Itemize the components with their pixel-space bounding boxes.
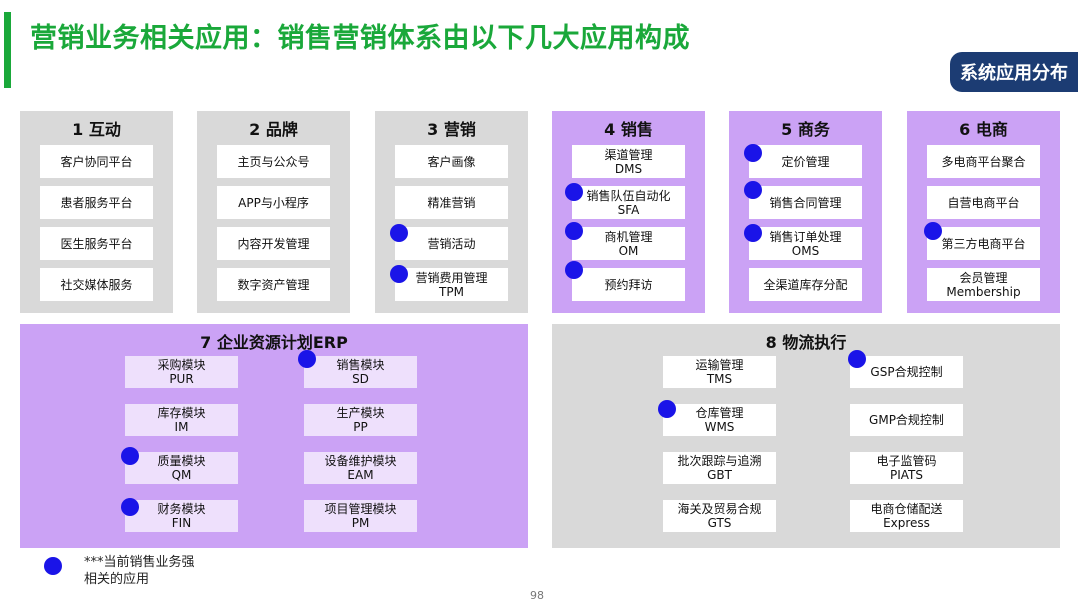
app-item: 多电商平台聚合 [927, 145, 1040, 178]
app-item: GMP合规控制 [850, 404, 963, 436]
key-app-marker [565, 261, 583, 279]
key-app-marker [390, 224, 408, 242]
app-item: 定价管理 [749, 145, 862, 178]
title-accent-bar [4, 12, 11, 88]
section-badge: 系统应用分布 [950, 52, 1078, 92]
page-number: 98 [530, 589, 544, 602]
app-item: 第三方电商平台 [927, 227, 1040, 260]
app-item: 内容开发管理 [217, 227, 330, 260]
app-item: 数字资产管理 [217, 268, 330, 301]
app-item: 医生服务平台 [40, 227, 153, 260]
key-app-marker [744, 224, 762, 242]
app-item: 全渠道库存分配 [749, 268, 862, 301]
key-app-marker [744, 181, 762, 199]
panel-title: 1 互动 [72, 120, 121, 139]
panel-title: 5 商务 [781, 120, 830, 139]
app-item: 销售合同管理 [749, 186, 862, 219]
app-item: 预约拜访 [572, 268, 685, 301]
panel-title: 2 品牌 [249, 120, 298, 139]
key-app-marker [924, 222, 942, 240]
key-app-marker [565, 183, 583, 201]
panel-brand: 2 品牌 主页与公众号 APP与小程序 内容开发管理 数字资产管理 [197, 111, 350, 313]
panel-title: 7 企业资源计划ERP [200, 333, 348, 352]
app-item: 客户画像 [395, 145, 508, 178]
panel-title: 8 物流执行 [765, 333, 847, 352]
panel-interaction: 1 互动 客户协同平台 患者服务平台 医生服务平台 社交媒体服务 [20, 111, 173, 313]
legend-marker [44, 557, 62, 575]
legend-text: ***当前销售业务强 [84, 555, 195, 570]
app-item: APP与小程序 [217, 186, 330, 219]
app-item: 社交媒体服务 [40, 268, 153, 301]
key-app-marker [848, 350, 866, 368]
key-app-marker [744, 144, 762, 162]
app-item: 客户协同平台 [40, 145, 153, 178]
app-item: 患者服务平台 [40, 186, 153, 219]
key-app-marker [298, 350, 316, 368]
key-app-marker [390, 265, 408, 283]
panel-title: 6 电商 [959, 120, 1008, 139]
app-item: GSP合规控制 [850, 356, 963, 388]
app-item: 精准营销 [395, 186, 508, 219]
app-item: 自营电商平台 [927, 186, 1040, 219]
key-app-marker [121, 447, 139, 465]
app-item: 主页与公众号 [217, 145, 330, 178]
key-app-marker [658, 400, 676, 418]
key-app-marker [565, 222, 583, 240]
panel-title: 3 营销 [427, 120, 476, 139]
key-app-marker [121, 498, 139, 516]
app-item: 营销活动 [395, 227, 508, 260]
page-title: 营销业务相关应用：销售营销体系由以下几大应用构成 [30, 23, 690, 54]
legend-text: 相关的应用 [84, 572, 150, 587]
panel-title: 4 销售 [604, 120, 653, 139]
